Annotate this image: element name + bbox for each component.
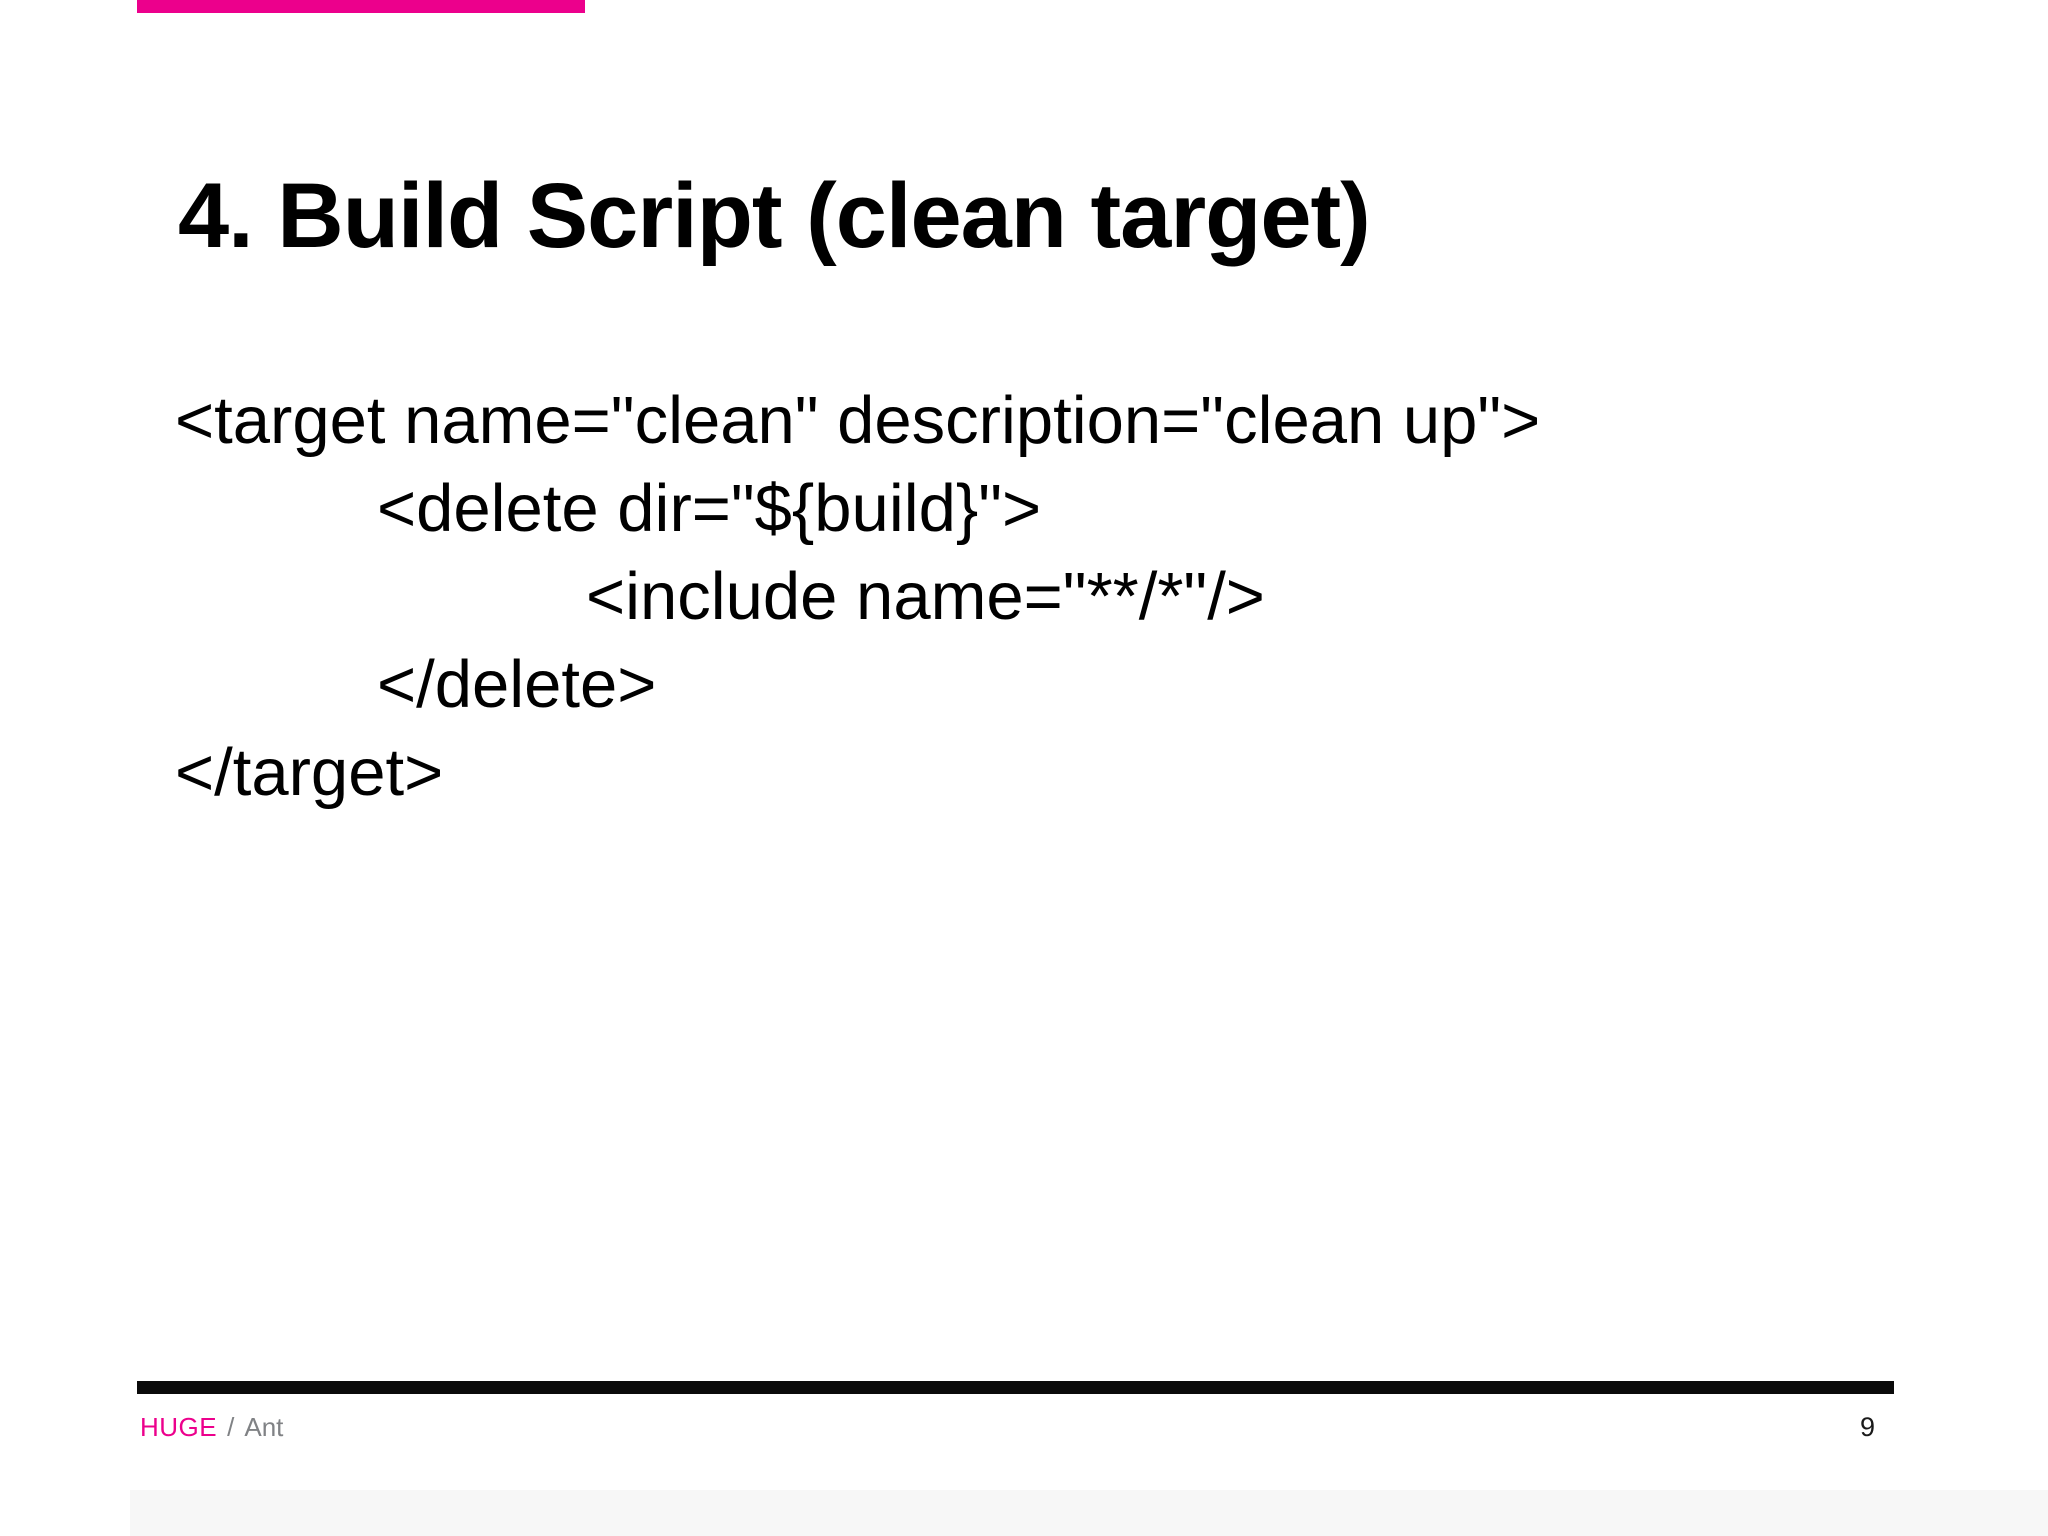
code-line-target-close: </target> — [175, 735, 444, 810]
footer-project-name: Ant — [244, 1412, 284, 1442]
code-line-include: <include name="**/*"/> — [586, 559, 1265, 634]
footer-rule — [137, 1381, 1894, 1394]
footer: HUGE / Ant — [140, 1412, 283, 1442]
code-line-target-open: <target name="clean" description="clean … — [175, 383, 1541, 458]
code-line-delete-open: <delete dir="${build}"> — [377, 471, 1042, 546]
slide-title: 4. Build Script (clean target) — [178, 165, 1371, 267]
footer-brand-logo: HUGE — [140, 1412, 218, 1442]
code-line-delete-close: </delete> — [377, 647, 657, 722]
page-number: 9 — [1859, 1412, 1875, 1442]
bottom-strip — [130, 1490, 2048, 1536]
footer-separator: / — [227, 1412, 235, 1442]
accent-bar — [137, 0, 585, 13]
code-block: <target name="clean" description="clean … — [175, 377, 1540, 817]
